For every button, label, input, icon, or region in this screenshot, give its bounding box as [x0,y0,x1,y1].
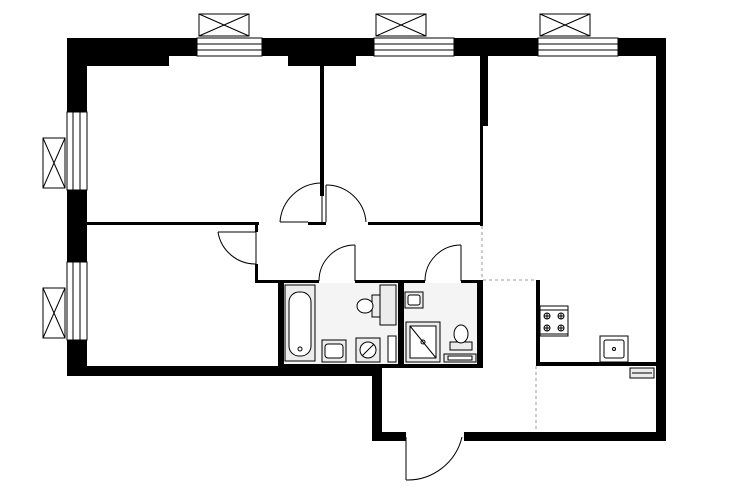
wall-top-4 [618,38,665,56]
bathroom-fixtures [284,283,398,364]
wall-top-3 [454,38,538,56]
wall-kitchen-left [536,280,540,366]
bathtub-icon [284,284,316,362]
wall-bed1-bed2 [320,66,324,196]
wall-bottom-left [67,366,380,376]
window-top-3 [537,13,619,57]
bath-sink-icon [321,339,347,363]
wall-bed2-kitchen-thick [480,56,488,126]
wall-left-2 [67,190,87,262]
outer-walls [67,38,666,441]
wall-bottom-hall-2 [464,432,666,441]
door-toilet [424,244,462,282]
door-bedroom-3 [217,231,257,265]
wall-top-2 [262,38,374,56]
window-top-1 [196,13,263,57]
interior-walls [87,56,656,370]
door-bathroom [318,244,356,282]
door-bedroom-2 [325,184,367,223]
wall-top-1 [67,38,197,56]
wall-top-inner-1 [87,56,169,66]
bath-shaft-icon [379,284,397,363]
wc-sink-icon [404,291,424,309]
wall-bed3-corridor [255,264,258,282]
wall-bath-bottom [278,364,483,368]
zone-lines [481,226,537,432]
wall-bed2-kitchen [480,56,483,226]
toilet-room-fixtures [404,283,477,364]
wall-top-inner-2 [288,56,356,66]
wall-left-1 [67,38,87,112]
wall-right [656,38,666,438]
wc-shelf-icon [443,353,477,363]
wall-hall-left [372,366,382,440]
wall-corridor-top-2 [368,222,483,225]
stove-icon [539,309,569,335]
bath-toilet-icon [356,294,381,318]
wall-bath-toilet [398,283,404,368]
washing-machine-icon [355,337,381,363]
window-left-2 [42,261,88,341]
wall-corridor-top-1 [308,222,326,225]
door-entrance [405,436,463,481]
wall-corridor-bottom-3 [461,280,483,283]
kitchen-sink-icon [599,335,629,363]
shower-icon [405,321,441,363]
wall-bed3-corridor-top [255,222,258,232]
window-left-1 [42,111,88,191]
window-top-2 [373,13,455,57]
door-bedroom-1 [279,182,323,223]
wall-kitchen-bottom [536,362,656,366]
wall-corridor-bottom-1 [255,280,319,283]
kitchen-fixtures [539,305,655,379]
doors [217,182,463,481]
radiator-icon [629,367,655,379]
wall-bottom-hall-1 [372,432,406,441]
wall-bath-left [278,280,284,370]
wall-bed1-bed3 [87,222,259,225]
wall-toilet-right [477,280,483,368]
wc-toilet-icon [449,324,473,351]
wall-corridor-bottom-2 [355,280,425,283]
windows [42,13,619,341]
